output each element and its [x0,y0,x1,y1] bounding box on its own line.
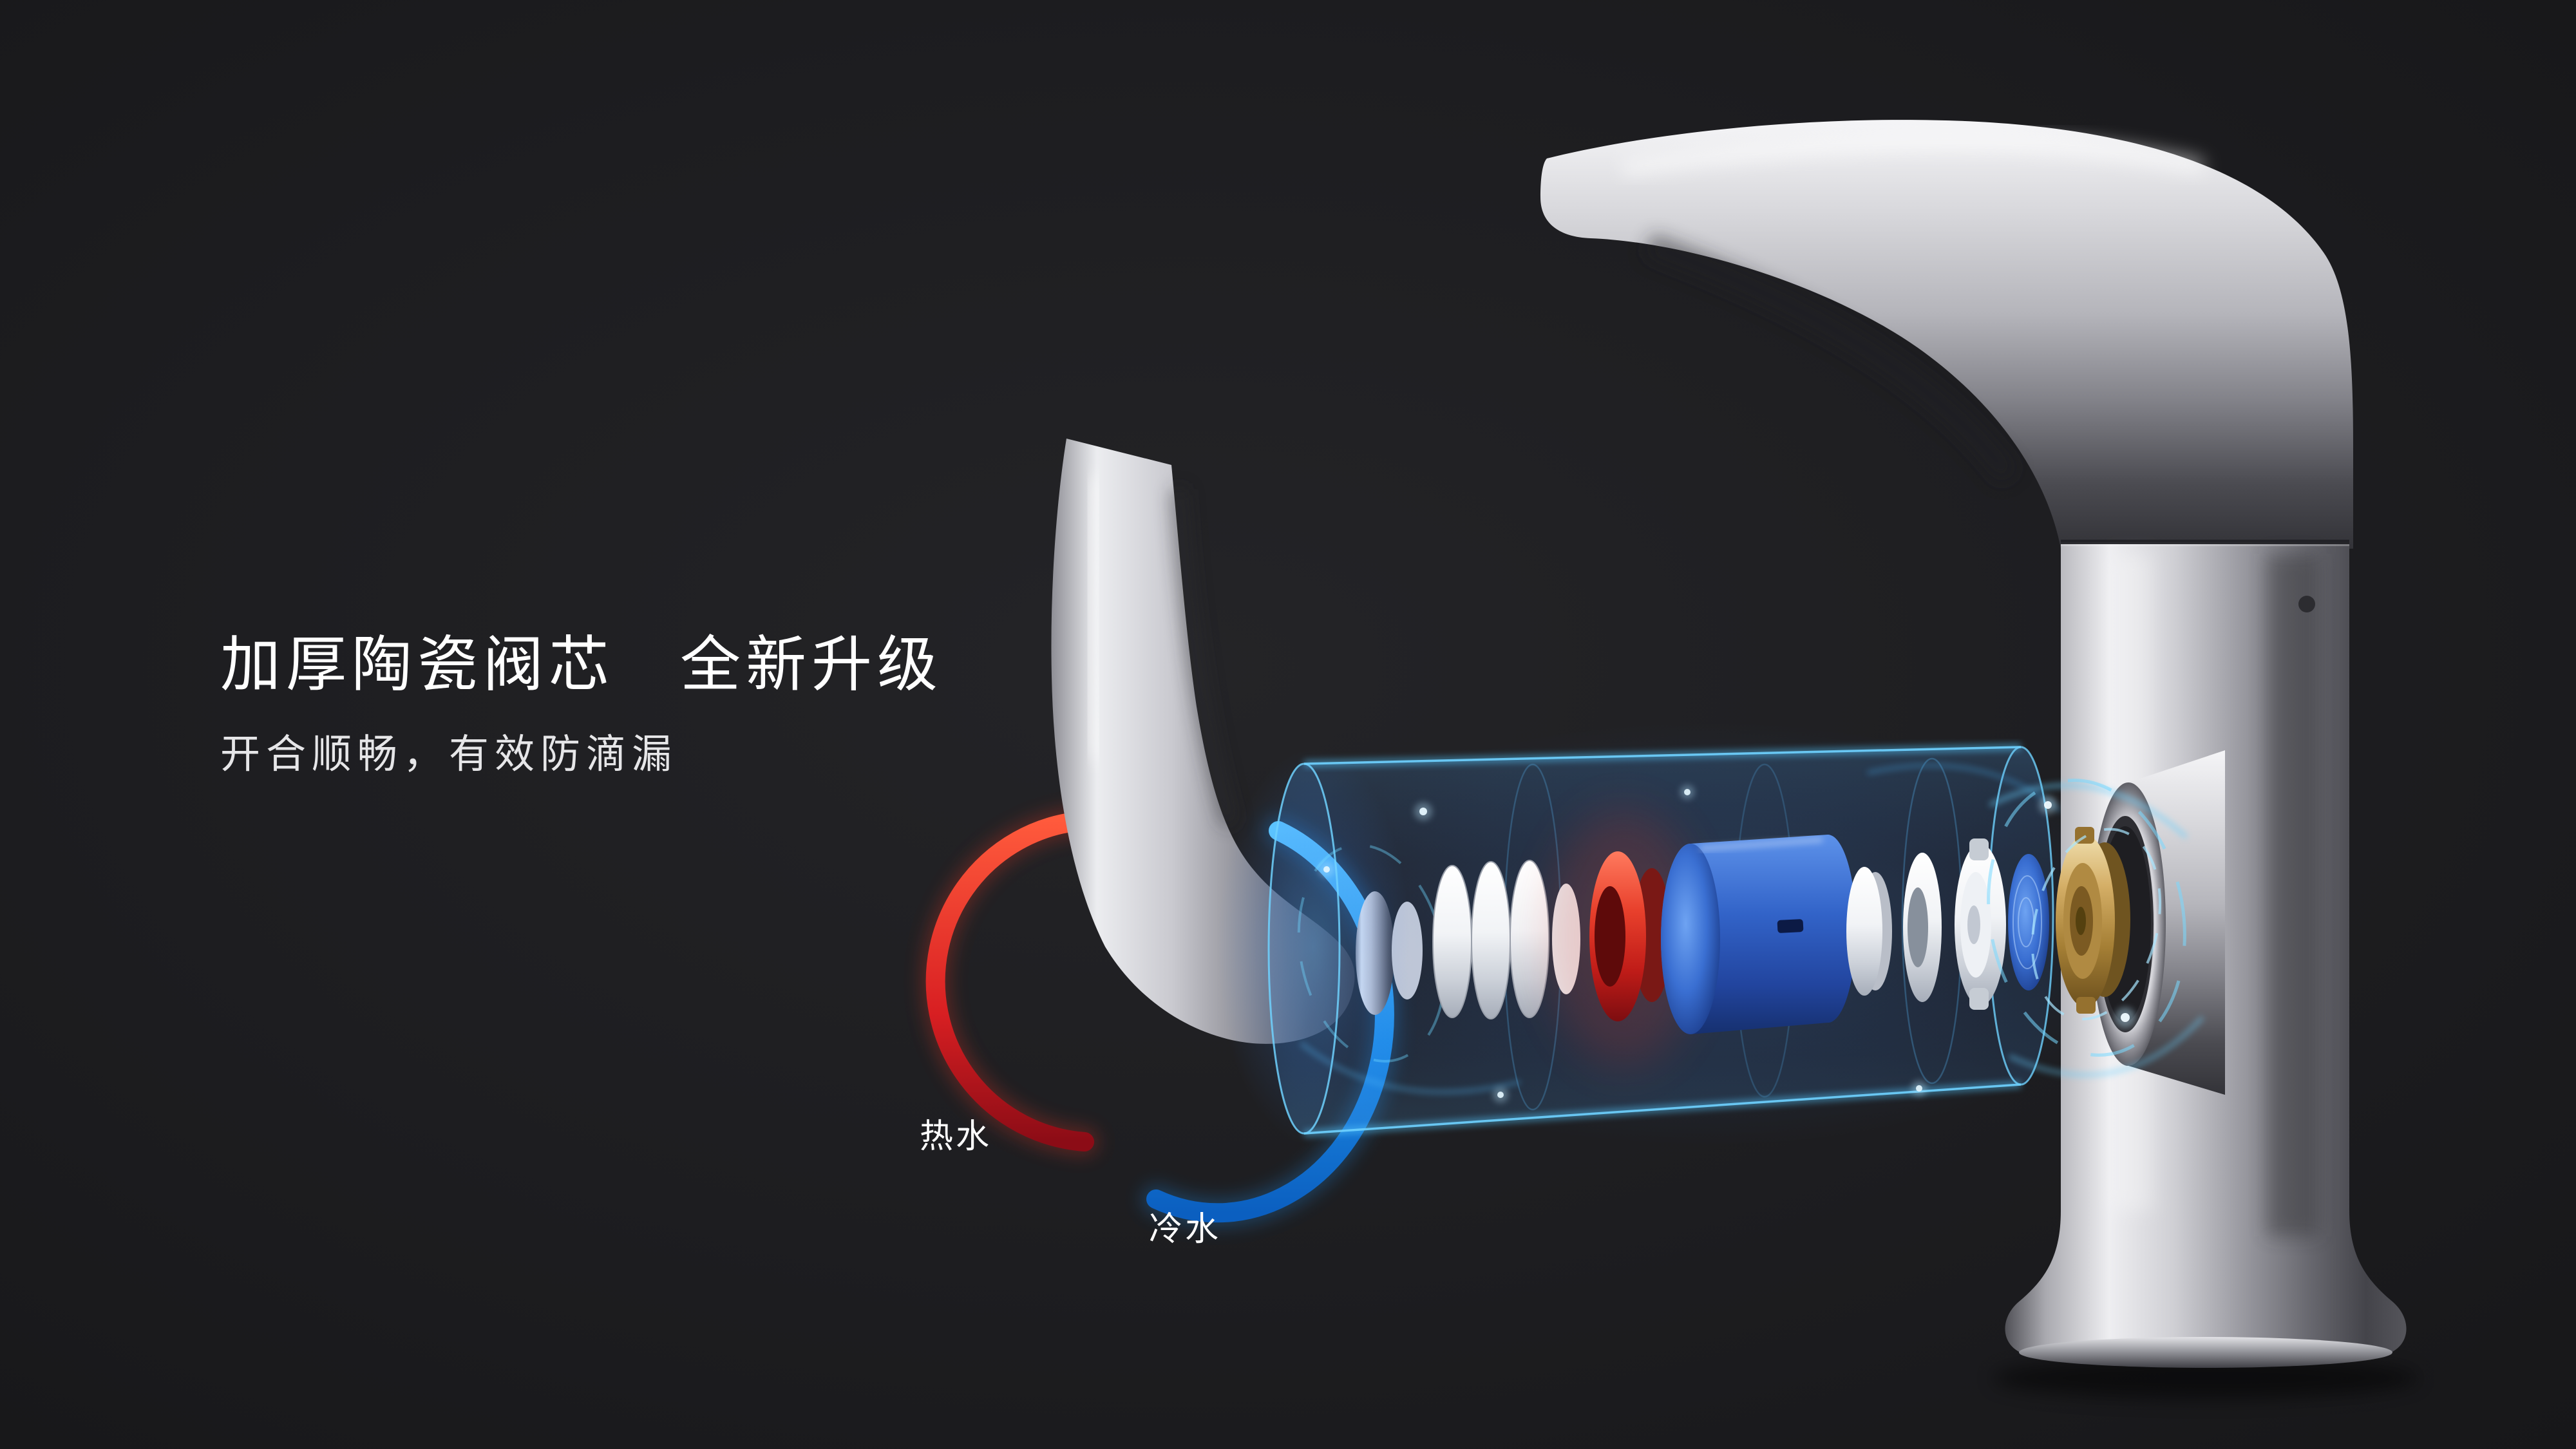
ceramic-cap [1955,838,2006,1010]
ceramic-ring [1903,853,1942,1002]
ceramic-disc-face [1846,867,1882,996]
faucet-spout [1540,120,2353,549]
seal-stack-ring-3 [1510,860,1549,1018]
swirl-right-bottom [2008,1016,2204,1077]
seal-stack-ring-2 [1471,861,1511,1019]
tube-bottom-line [1303,1083,2022,1135]
swirl-right-outer [1987,779,2186,1057]
hologram-sparkles [1319,779,2204,1103]
red-ring-hole [1595,886,1625,987]
sparkle-3 [1684,789,1690,795]
column-seam [2061,540,2349,544]
hot-water-arc [925,810,1160,1151]
page-title: 加厚陶瓷阀芯 全新升级 [220,630,943,698]
column-shadow [2267,554,2318,1236]
sparkle-5 [2044,801,2052,809]
hot-water-label: 热水 [920,1118,992,1155]
tube-top-line [1303,746,2022,765]
spout-top-highlight [1622,134,2204,176]
sparkle-1 [1419,808,1427,815]
swirl-right-inner [2031,828,2162,1021]
tube-left-rim [1267,762,1341,1135]
cold-water-label: 冷水 [1149,1211,1222,1248]
base-disc-ring-1 [2012,875,2042,969]
column-seam-highlight [2061,544,2349,546]
handle-blade [1051,439,1355,1044]
cap-notch-top [1969,838,1989,860]
brass-center [2076,907,2086,935]
base-disc-face [2008,854,2049,990]
handle-edge-shadow [1171,489,1237,827]
brass-tooth-bottom [2076,997,2096,1014]
ceramic-disc [1846,867,1892,996]
cartridge-base-disc [2008,854,2049,990]
headline-block: 加厚陶瓷阀芯 全新升级 开合顺畅，有效防滴漏 [220,630,943,779]
sparkle-7 [1323,866,1330,873]
base-rim [2019,1337,2392,1368]
spout-under-shadow [1644,234,2019,484]
cartridge-body [1661,835,1856,1034]
column-pin-hole [2298,596,2315,612]
sparkle-4 [1916,1085,1922,1092]
sparkle-dots [1319,785,2136,1103]
ceramic-ring-hole [1908,887,1928,967]
brass-retainer [2056,827,2130,1014]
sparkle-6 [2121,1013,2130,1022]
cartridge-parts [1432,809,2130,1066]
hot-seal-ring [1547,809,1701,1066]
cartridge-sheen [1700,837,1823,851]
seal-stack-ring-1 [1432,865,1472,1018]
swirl-right-top [1989,783,2188,839]
tube-swirl-2 [1867,764,2062,813]
base-ground-shadow [1993,1358,2418,1399]
page-subtitle: 开合顺畅，有效防滴漏 [220,732,678,777]
ceramic-cap-center [1967,905,1980,944]
cartridge-front-face [1661,844,1720,1034]
cartridge-slot [1777,919,1804,933]
sparkle-2 [1497,1092,1504,1098]
cap-notch-bottom [1969,988,1989,1010]
handle-highlight [1081,476,1105,761]
tube-swirl-1 [1300,1042,1520,1094]
